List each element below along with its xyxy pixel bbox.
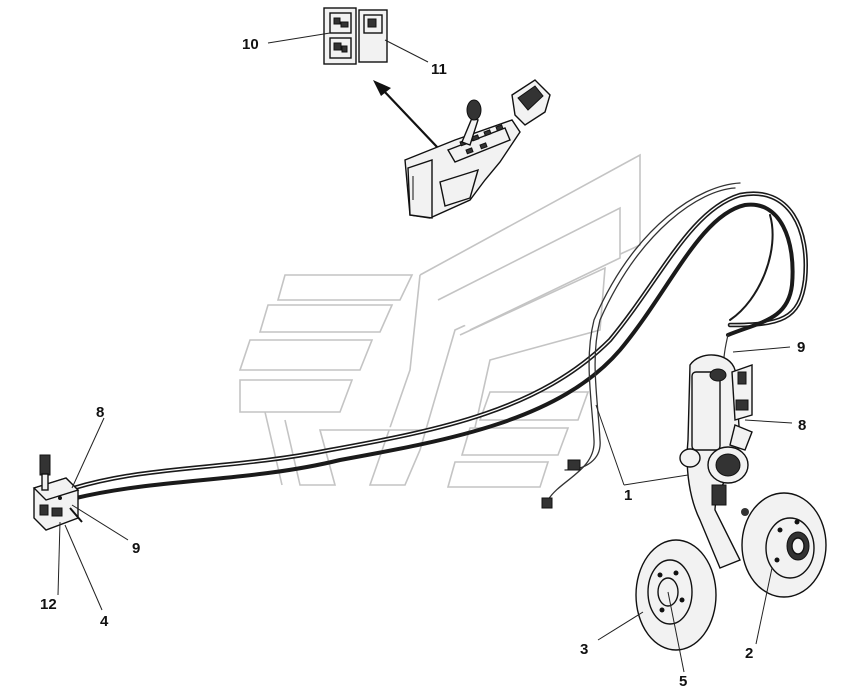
callout-labels: 10 11 9 8 1 8 9 12 4 3 5 2 [40, 36, 806, 690]
cable-harness [71, 182, 808, 509]
right-mechanism [679, 354, 753, 569]
callout-5: 5 [679, 673, 687, 690]
leader-lines [57, 32, 793, 673]
brake-disc-left [635, 539, 717, 651]
callout-8-right: 8 [798, 417, 806, 434]
reference-arrow [373, 80, 439, 149]
switch-panel [323, 7, 388, 65]
callout-3: 3 [580, 641, 588, 658]
callout-2: 2 [745, 645, 753, 662]
callout-4: 4 [100, 613, 109, 630]
left-switch-assembly [32, 454, 83, 531]
callout-1: 1 [624, 487, 632, 504]
callout-8-left: 8 [96, 404, 104, 421]
callout-9-right: 9 [797, 339, 805, 356]
watermark-logo [238, 153, 641, 488]
callout-10: 10 [242, 36, 259, 53]
callout-11: 11 [431, 61, 447, 78]
control-console [404, 79, 551, 219]
brake-disc-right [741, 492, 827, 598]
callout-12: 12 [40, 596, 57, 613]
callout-9-left: 9 [132, 540, 140, 557]
